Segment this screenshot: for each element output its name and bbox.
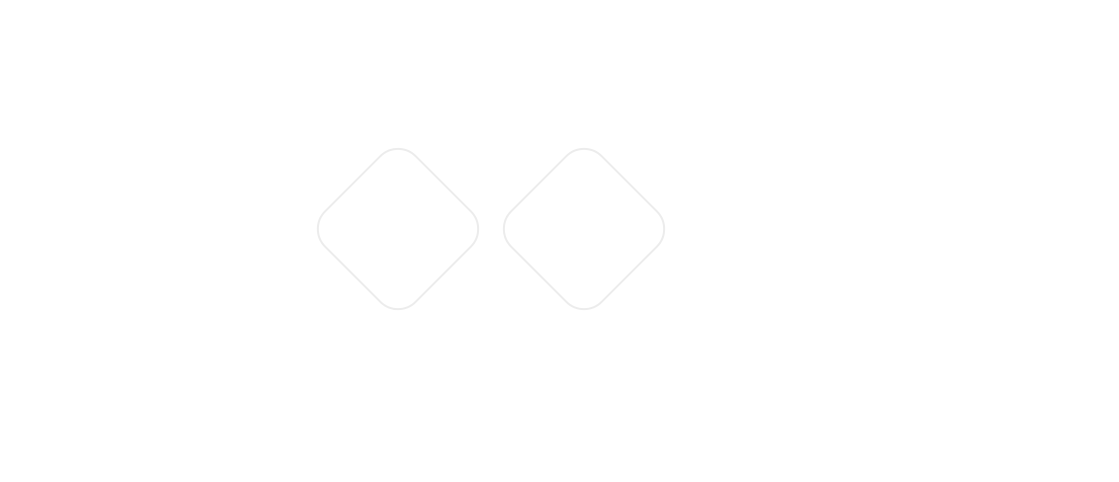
right-diamond-shape[interactable] — [492, 137, 676, 321]
left-diamond-shape[interactable] — [306, 137, 490, 321]
